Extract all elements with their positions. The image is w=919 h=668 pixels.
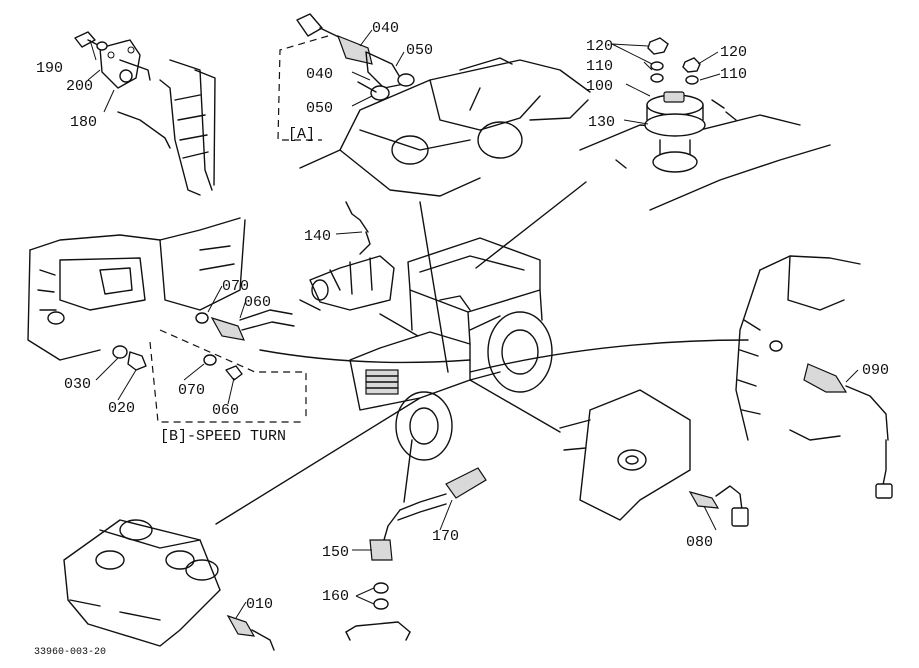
switch-assembly-100-130 [579,91,831,211]
bracket-assembly-180 [99,39,151,89]
bolt-190 [74,31,101,48]
label-040-top: 040 [372,20,399,37]
rear-housing-right [735,255,861,441]
label-150: 150 [322,544,349,561]
label-group-b: [B]-SPEED TURN [160,428,286,445]
cover-plate-080 [559,389,691,521]
drawing-code: 33960-003-20 [34,647,106,658]
tractor-frame-top [299,57,591,197]
label-110-right: 110 [720,66,747,83]
label-200: 200 [66,78,93,95]
part-number-labels: 190 200 180 040 050 040 050 [A] 120 120 … [34,20,889,658]
sensor-150-170 [345,467,487,641]
label-140: 140 [304,228,331,245]
label-130: 130 [588,114,615,131]
label-040-mid: 040 [306,66,333,83]
nuts-washers-110-120 [647,37,701,85]
label-070-bottom: 070 [178,382,205,399]
transmission-housing-left [27,217,246,361]
label-120-right: 120 [720,44,747,61]
valve-block-140 [299,201,395,311]
label-180: 180 [70,114,97,131]
label-190: 190 [36,60,63,77]
group-b-frame [149,329,307,423]
sensor-assembly-040-050 [296,13,415,101]
label-050-top: 050 [406,42,433,59]
sensor-080 [688,485,749,527]
side-panel-top-left [117,59,216,196]
sensor-090 [803,363,893,499]
leader-lines [87,29,859,619]
plug-030-020 [112,345,147,371]
label-090: 090 [862,362,889,379]
sensor-010 [226,614,275,651]
label-020: 020 [108,400,135,417]
speed-turn-switch-060-070 [195,309,295,381]
label-050-mid: 050 [306,100,333,117]
label-group-a: [A] [288,126,315,143]
label-080: 080 [686,534,713,551]
label-070-top: 070 [222,278,249,295]
label-100: 100 [586,78,613,95]
label-120-left: 120 [586,38,613,55]
label-110-left: 110 [586,58,613,75]
label-160: 160 [322,588,349,605]
label-010: 010 [246,596,273,613]
washer-200 [96,41,108,51]
label-170: 170 [432,528,459,545]
label-060-bottom: 060 [212,402,239,419]
label-060-top: 060 [244,294,271,311]
control-valve-010 [63,519,221,647]
tractor-body [349,237,553,461]
label-030: 030 [64,376,91,393]
bracket-group-a-frame [277,35,329,141]
